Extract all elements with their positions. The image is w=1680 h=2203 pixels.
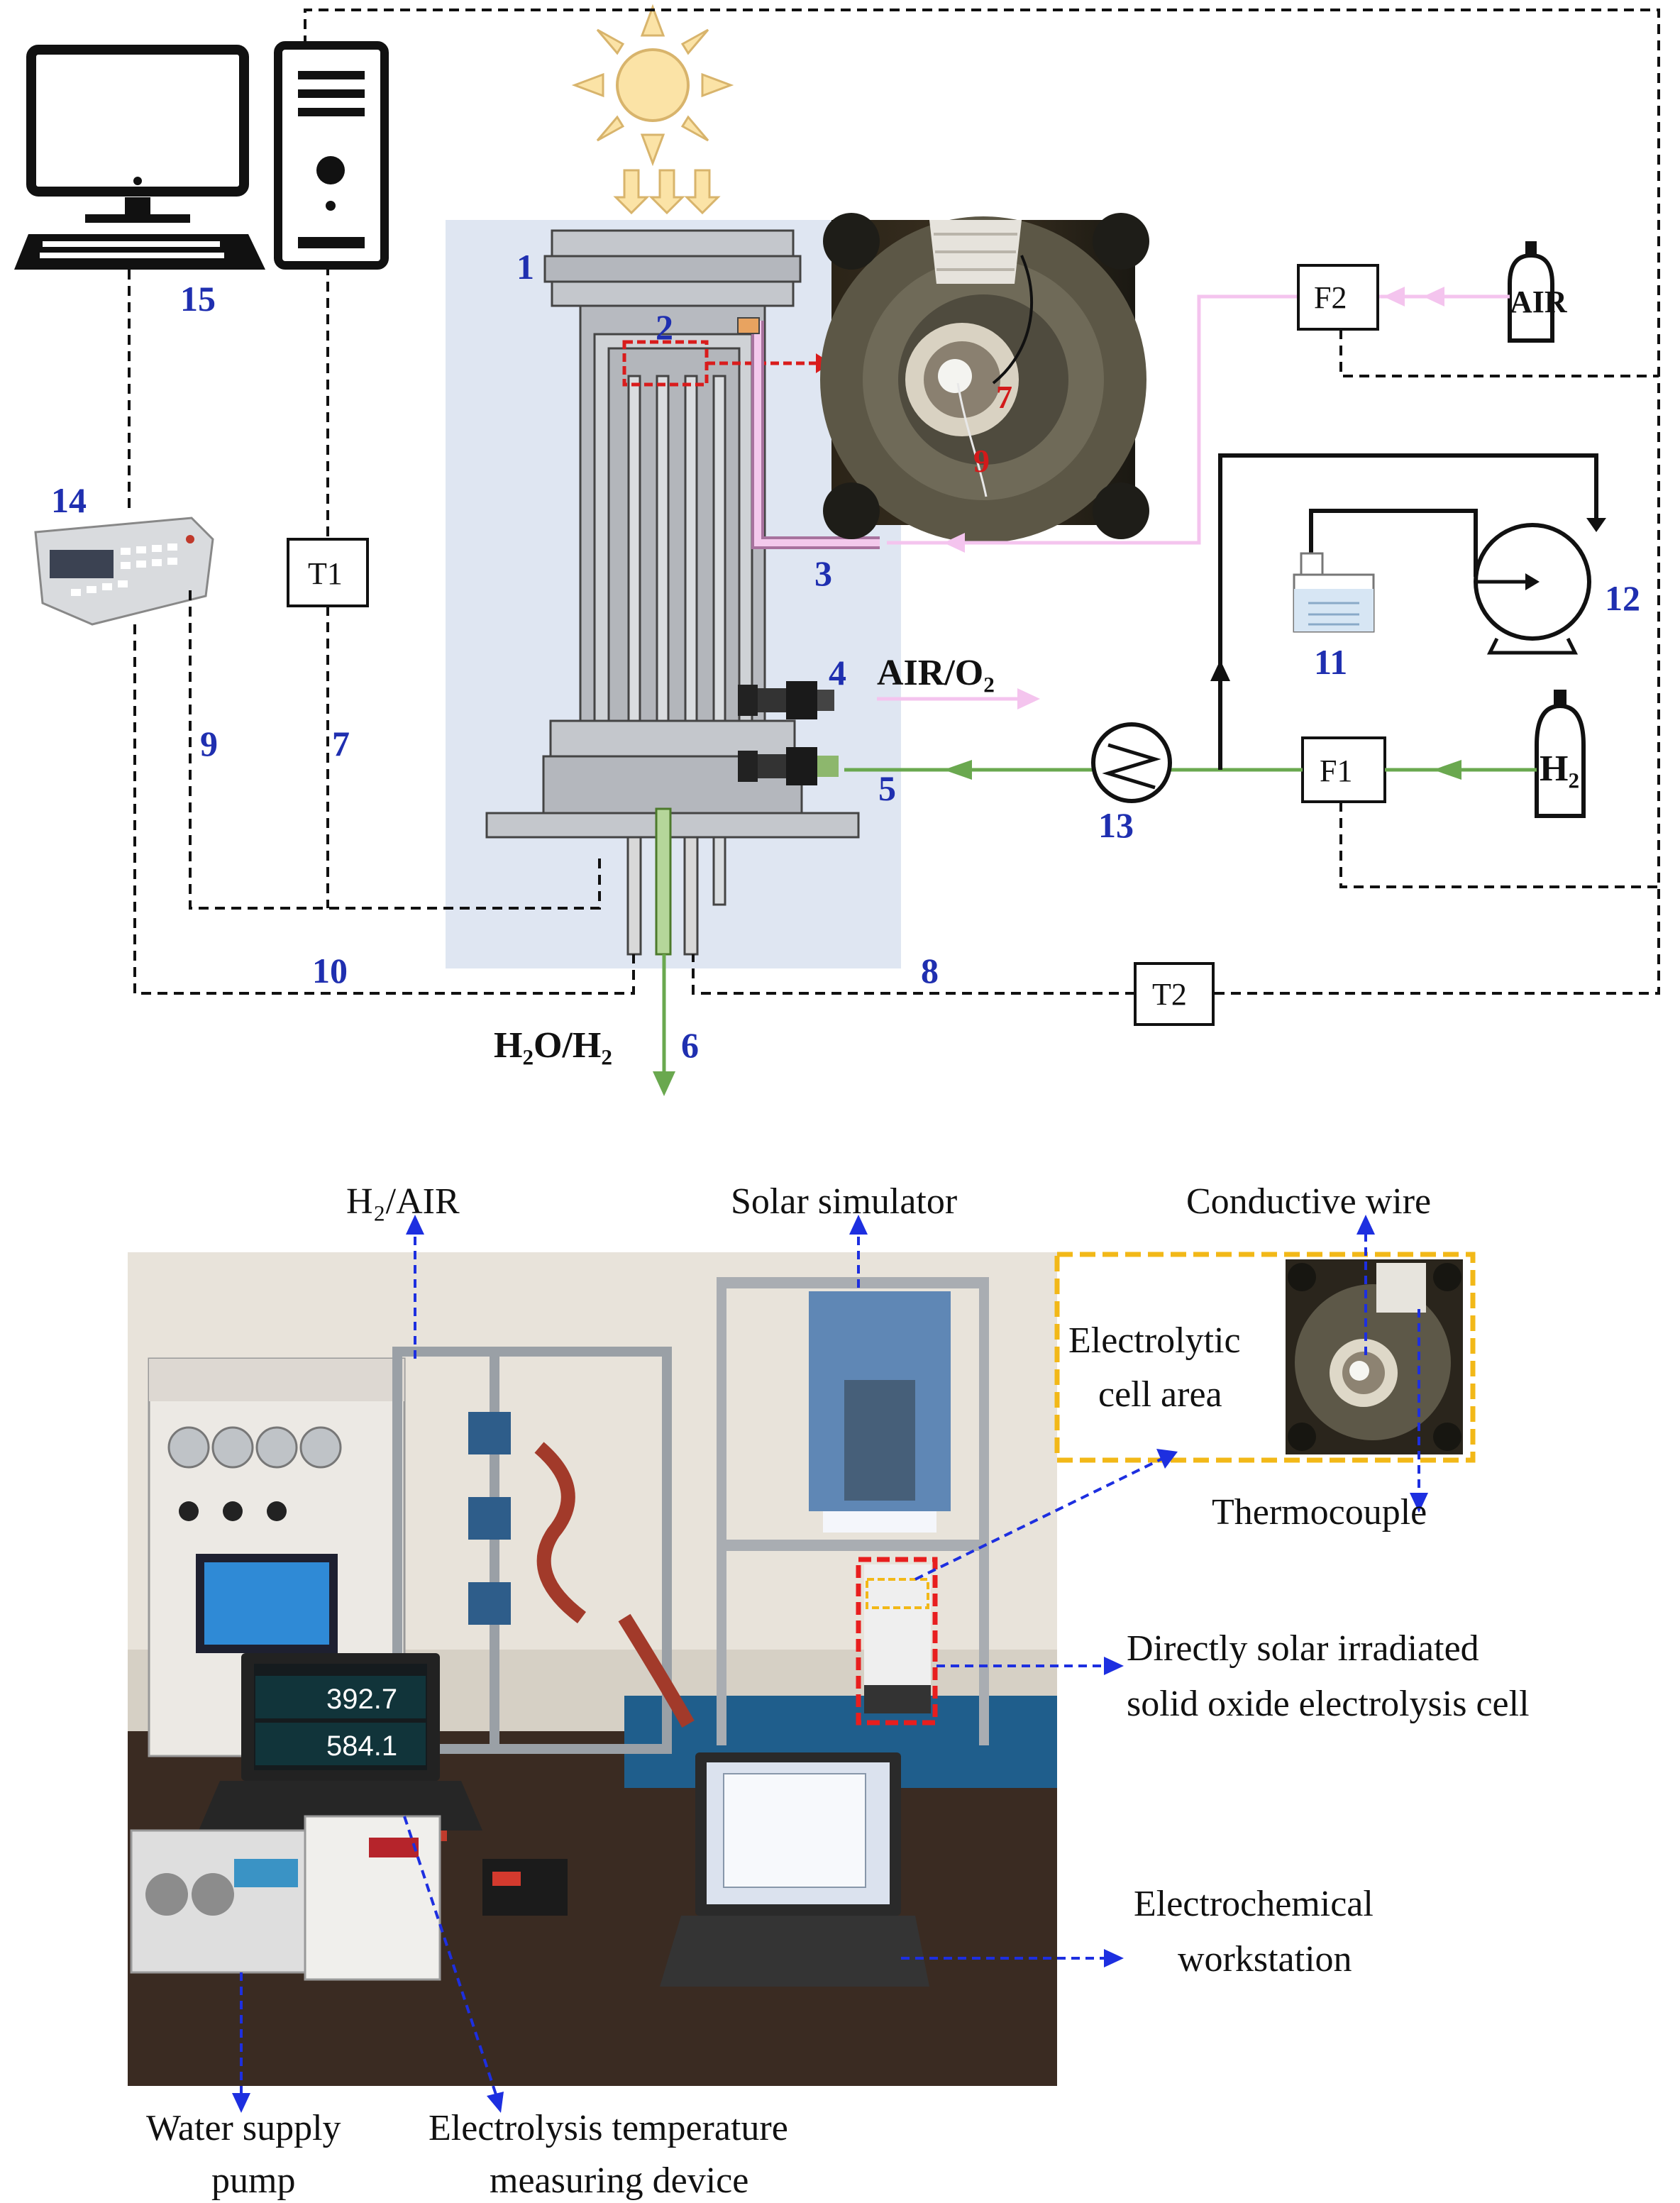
label-workstation-1: Electrochemical [1134, 1884, 1374, 1924]
air-line-arrows [944, 287, 1444, 553]
heater-icon [1091, 722, 1172, 803]
air-cylinder-icon [1508, 241, 1554, 343]
laptop-temperature [199, 1653, 482, 1841]
label-11: 11 [1314, 642, 1347, 682]
solar-simulator-frame [717, 1277, 989, 1745]
label-15: 15 [180, 279, 216, 319]
label-workstation-2: workstation [1178, 1939, 1352, 1980]
screen-temp-2: 584.1 [326, 1730, 397, 1762]
label-10: 10 [312, 951, 348, 990]
water-pump-device [130, 1815, 441, 1981]
label-9: 9 [200, 724, 218, 763]
air-cylinder-label: AIR [1510, 285, 1568, 319]
label-temp-1: Electrolysis temperature [429, 2108, 788, 2148]
computer-monitor-icon [14, 45, 265, 270]
pump-icon [1474, 523, 1591, 655]
inset-label-9: 9 [973, 443, 990, 479]
reactor-drawing [485, 229, 860, 956]
screen-temp-1: 392.7 [326, 1684, 397, 1715]
soec-inner-highlight [866, 1578, 929, 1609]
connector-5 [738, 747, 839, 785]
schematic-diagram: 7 9 AIR H₂ F2 F1 [14, 4, 1660, 1096]
f2-label: F2 [1314, 280, 1347, 315]
label-13: 13 [1098, 805, 1134, 845]
mfc-frame [392, 1347, 695, 1754]
f2-box [1297, 264, 1379, 331]
label-7: 7 [332, 724, 350, 763]
sun-icon [571, 4, 734, 215]
callout-arrows [232, 1215, 1428, 2113]
label-3: 3 [814, 553, 832, 593]
label-temp-2: measuring device [490, 2160, 748, 2201]
t1-box [287, 538, 369, 607]
label-4: 4 [829, 653, 846, 692]
air-o2-label: AIR/O₂ [877, 653, 995, 693]
label-5: 5 [878, 768, 896, 808]
label-14: 14 [51, 480, 87, 520]
water-bottle-icon [1293, 552, 1375, 633]
label-1: 1 [516, 247, 534, 287]
signal-lines [128, 9, 1660, 995]
connector-4 [738, 681, 834, 719]
t2-label: T2 [1152, 977, 1187, 1012]
label-pump-1: Water supply [146, 2108, 341, 2148]
computer-tower-icon [274, 41, 389, 270]
f1-label: F1 [1320, 753, 1352, 788]
label-conductive-wire: Conductive wire [1186, 1181, 1431, 1222]
controller-box [482, 1859, 568, 1916]
label-thermocouple: Thermocouple [1212, 1492, 1427, 1533]
inset-label-7: 7 [996, 379, 1012, 415]
setup-photo: 392.7 584.1 [128, 1181, 1530, 2201]
label-electrolytic-2: cell area [1098, 1374, 1222, 1415]
cell-area-photo [1286, 1259, 1463, 1454]
h2-cylinder-icon [1535, 690, 1586, 818]
label-soec-1: Directly solar irradiated [1127, 1628, 1479, 1669]
label-pump-2: pump [211, 2160, 295, 2201]
t2-box [1134, 962, 1215, 1026]
label-solar-simulator: Solar simulator [731, 1181, 957, 1222]
multimeter-icon [34, 517, 214, 626]
label-soec-2: solid oxide electrolysis cell [1127, 1684, 1530, 1724]
h2o-h2-label: H₂O/H₂ [494, 1025, 612, 1066]
cell-photo-inset [820, 213, 1149, 543]
label-8: 8 [921, 951, 939, 990]
label-12: 12 [1605, 578, 1640, 618]
t1-label: T1 [308, 556, 343, 591]
h2-cylinder-label: H₂ [1540, 749, 1579, 789]
label-h2-air: H₂/AIR [346, 1181, 460, 1222]
label-electrolytic-1: Electrolytic [1068, 1320, 1241, 1361]
label-6: 6 [681, 1025, 699, 1065]
laptop-workstation [660, 1752, 929, 1987]
label-2: 2 [656, 307, 673, 347]
soec-highlight [856, 1557, 938, 1726]
